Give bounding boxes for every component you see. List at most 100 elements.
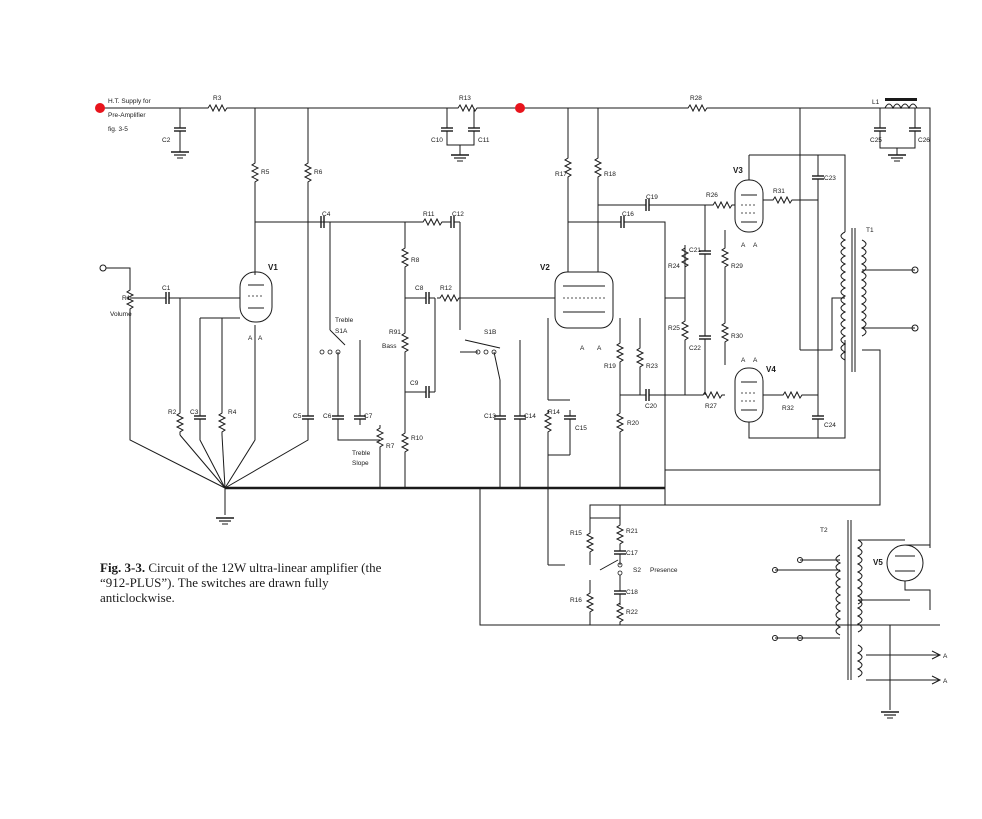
label-v5: V5 xyxy=(873,558,883,567)
label-r12: R12 xyxy=(440,285,452,292)
label-s1a: S1A xyxy=(335,328,348,335)
label-r7: R7 xyxy=(386,443,395,450)
label-c3: C3 xyxy=(190,409,199,416)
supply-note-line1: H.T. Supply for xyxy=(108,98,151,105)
label-c5: C5 xyxy=(293,413,302,420)
pin-a2: A xyxy=(258,335,263,342)
label-r24: R24 xyxy=(668,263,680,270)
pin-a1: A xyxy=(248,335,253,342)
label-v1: V1 xyxy=(268,263,278,272)
tube-v4: V4 A A xyxy=(734,357,776,423)
label-c2: C2 xyxy=(162,137,171,144)
label-c9: C9 xyxy=(410,380,419,387)
label-r5: R5 xyxy=(261,169,270,176)
label-c1: C1 xyxy=(162,285,171,292)
switch-s1b: S1B xyxy=(464,329,501,355)
label-t2: T2 xyxy=(820,527,828,534)
label-r26: R26 xyxy=(706,192,718,199)
label-c15: C15 xyxy=(575,425,587,432)
pin-a10: A xyxy=(943,678,948,685)
label-c4: C4 xyxy=(322,211,331,218)
tube-v1: V1 A A xyxy=(239,263,278,342)
label-c23: C23 xyxy=(824,175,836,182)
label-v2: V2 xyxy=(540,263,550,272)
figure-caption: Fig. 3-3. Circuit of the 12W ultra-linea… xyxy=(100,560,390,605)
transformer-t2: T2 xyxy=(820,520,863,680)
ht-rail xyxy=(100,104,931,548)
label-r17: R17 xyxy=(555,171,567,178)
label-r25: R25 xyxy=(668,325,680,332)
label-r11: R11 xyxy=(423,211,435,218)
label-c18: C18 xyxy=(626,589,638,596)
label-r32: R32 xyxy=(782,405,794,412)
label-r31: R31 xyxy=(773,188,785,195)
label-c10: C10 xyxy=(431,137,443,144)
label-r10: R10 xyxy=(411,435,423,442)
tube-v3: V3 A A xyxy=(733,166,764,249)
supply-marker-left xyxy=(95,103,105,113)
label-r4: R4 xyxy=(228,409,237,416)
label-c6: C6 xyxy=(323,413,332,420)
label-r20: R20 xyxy=(627,420,639,427)
label-t1: T1 xyxy=(866,227,874,234)
switch-s1a: Treble S1A xyxy=(319,317,354,355)
pin-a3: A xyxy=(580,345,585,352)
label-r29: R29 xyxy=(731,263,743,270)
label-c13: C13 xyxy=(484,413,496,420)
label-r27: R27 xyxy=(705,403,717,410)
tube-v2: V2 A A xyxy=(540,263,614,352)
supply-note-line3: fig. 3-5 xyxy=(108,126,128,133)
label-presence: Presence xyxy=(650,567,678,574)
label-v4: V4 xyxy=(766,365,776,374)
label-treble-slope-1: Treble xyxy=(352,450,371,457)
tube-v5: V5 xyxy=(873,544,924,582)
label-c21: C21 xyxy=(689,247,701,254)
switch-s2: S2 Presence xyxy=(599,559,678,576)
label-c20: C20 xyxy=(645,403,657,410)
label-bass: Bass xyxy=(382,343,397,350)
figure-text: Circuit of the 12W ultra-linear amplifie… xyxy=(100,560,382,605)
label-treble: Treble xyxy=(335,317,354,324)
label-r13: R13 xyxy=(459,95,471,102)
pin-a9: A xyxy=(943,653,948,660)
label-c14: C14 xyxy=(524,413,536,420)
pin-a7: A xyxy=(741,357,746,364)
label-r19: R19 xyxy=(604,363,616,370)
label-s1b: S1B xyxy=(484,329,496,336)
label-c11: C11 xyxy=(478,137,490,144)
choke-l1: L1 xyxy=(872,98,918,110)
label-r8: R8 xyxy=(411,257,420,264)
supply-note-line2: Pre-Amplifier xyxy=(108,112,146,119)
label-v3: V3 xyxy=(733,166,743,175)
label-c7: C7 xyxy=(364,413,373,420)
label-c17: C17 xyxy=(626,550,638,557)
label-s2: S2 xyxy=(633,567,641,574)
label-c12: C12 xyxy=(452,211,464,218)
label-r30: R30 xyxy=(731,333,743,340)
label-c16: C16 xyxy=(622,211,634,218)
label-r15: R15 xyxy=(570,530,582,537)
pin-a8: A xyxy=(753,357,758,364)
label-r1: R1 xyxy=(122,295,131,302)
transformer-t1: T1 xyxy=(840,227,874,372)
label-c8: C8 xyxy=(415,285,424,292)
supply-marker-mid xyxy=(515,103,525,113)
label-r2: R2 xyxy=(168,409,177,416)
label-r22: R22 xyxy=(626,609,638,616)
label-volume: Volume xyxy=(110,311,132,318)
label-r16: R16 xyxy=(570,597,582,604)
label-c24: C24 xyxy=(824,422,836,429)
label-c26: C26 xyxy=(918,137,930,144)
label-r21: R21 xyxy=(626,528,638,535)
label-c22: C22 xyxy=(689,345,701,352)
label-r91: R91 xyxy=(389,329,401,336)
label-treble-slope-2: Slope xyxy=(352,460,369,467)
pin-a4: A xyxy=(597,345,602,352)
label-r3: R3 xyxy=(213,95,222,102)
label-c25: C25 xyxy=(870,137,882,144)
label-r28: R28 xyxy=(690,95,702,102)
label-r23: R23 xyxy=(646,363,658,370)
label-r6: R6 xyxy=(314,169,323,176)
label-c19: C19 xyxy=(646,194,658,201)
